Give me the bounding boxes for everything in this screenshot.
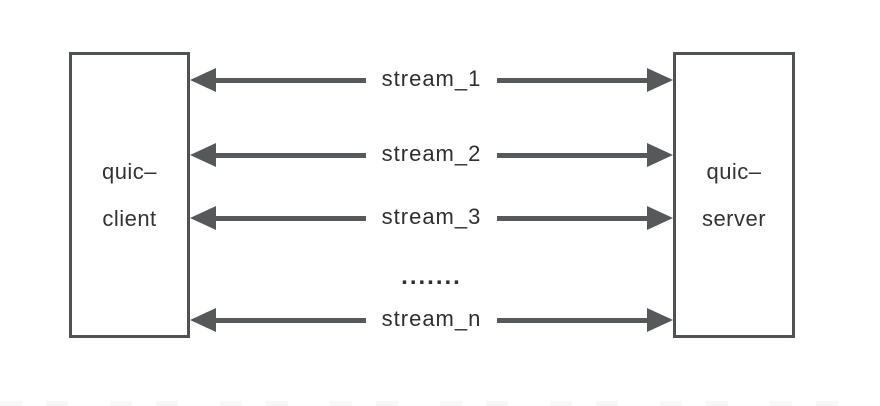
cropped-text-artifact — [0, 401, 880, 406]
arrow-shaft — [497, 317, 647, 323]
stream-arrow-row-2: stream_2 — [190, 141, 673, 167]
arrow-right-icon — [647, 206, 673, 230]
arrow-shaft — [497, 215, 647, 221]
client-node-label-line2: client — [102, 206, 157, 231]
stream-label-1: stream_1 — [381, 66, 482, 91]
stream-arrow-row-1: stream_1 — [190, 66, 673, 92]
arrow-right-icon — [647, 308, 673, 332]
stream-label-3: stream_3 — [381, 204, 482, 229]
arrow-shaft — [497, 152, 647, 158]
arrow-left-icon — [190, 308, 216, 332]
server-node-label-line2: server — [701, 206, 767, 231]
stream-arrow-row-n: stream_n — [190, 306, 673, 332]
stream-arrow-row-3: stream_3 — [190, 204, 673, 230]
server-node-label-line1: quic– — [706, 159, 762, 184]
server-node-box: quic– server — [673, 52, 795, 338]
client-node-label-line1: quic– — [101, 159, 158, 184]
arrow-shaft — [497, 77, 647, 83]
ellipsis-label: ....... — [401, 263, 462, 290]
arrow-right-icon — [647, 68, 673, 92]
arrow-left-icon — [190, 143, 216, 167]
arrow-shaft — [216, 77, 366, 83]
arrow-shaft — [216, 317, 366, 323]
arrow-shaft — [216, 152, 366, 158]
stream-label-2: stream_2 — [381, 141, 482, 166]
arrow-right-icon — [647, 143, 673, 167]
client-node-box: quic– client — [69, 52, 190, 338]
arrow-shaft — [216, 215, 366, 221]
stream-label-n: stream_n — [381, 306, 482, 331]
arrow-left-icon — [190, 206, 216, 230]
arrow-left-icon — [190, 68, 216, 92]
